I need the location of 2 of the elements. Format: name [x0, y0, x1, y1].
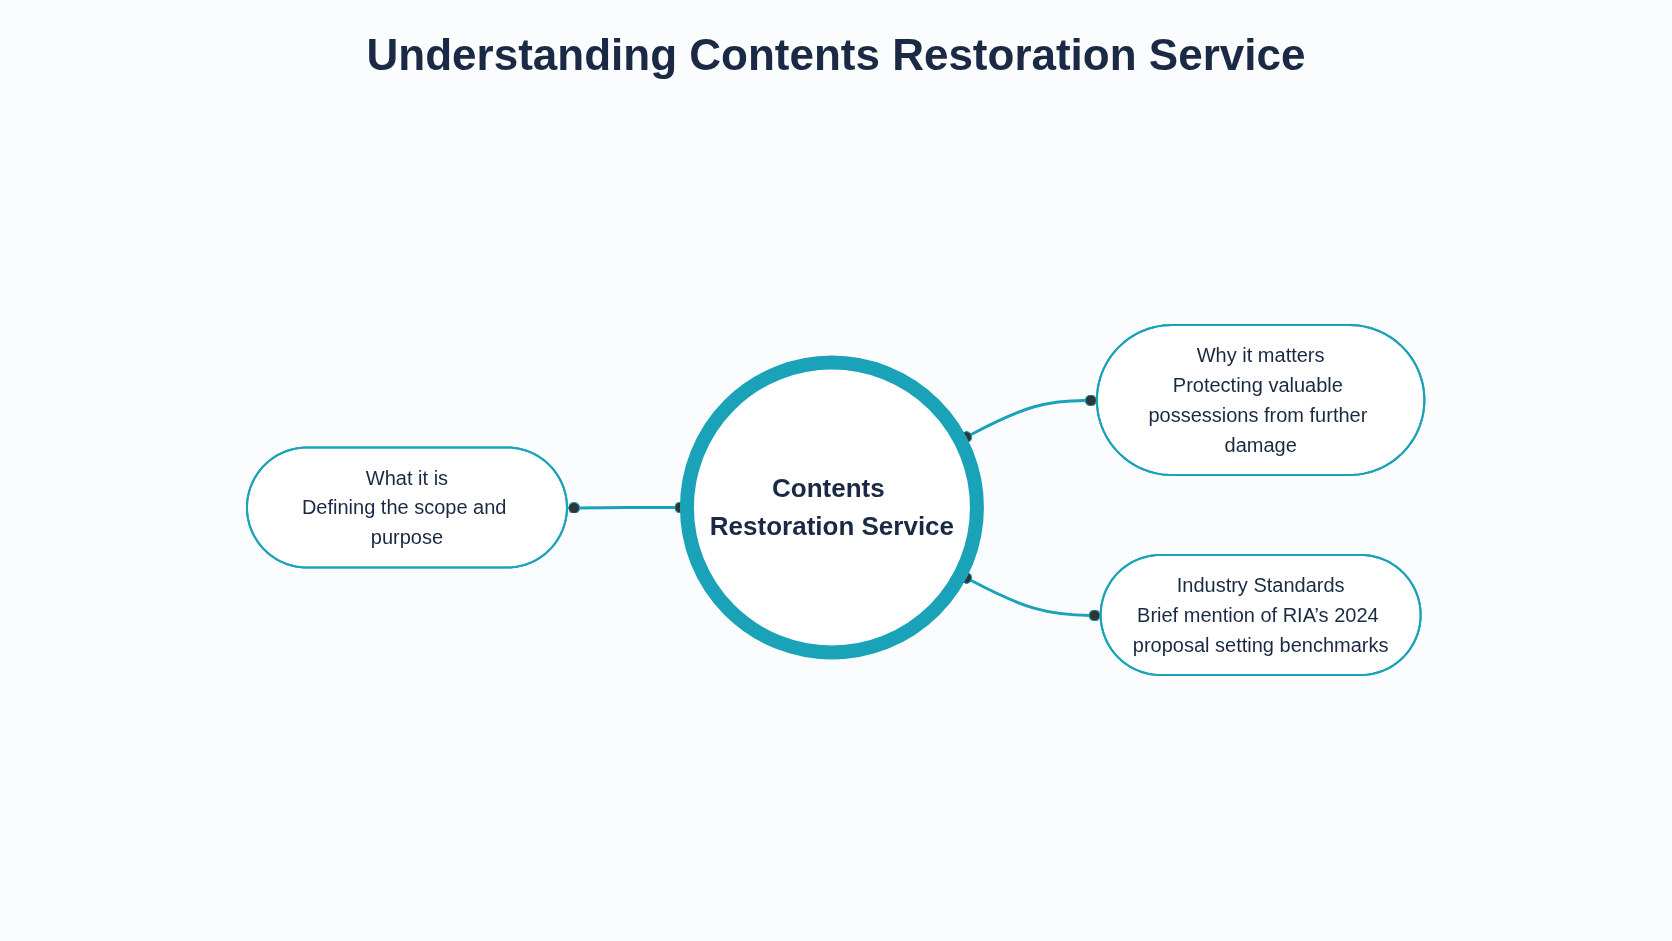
title: Understanding Contents Restoration Service: [365, 30, 1307, 80]
node-circle: Contents Restoration Service: [680, 355, 985, 660]
